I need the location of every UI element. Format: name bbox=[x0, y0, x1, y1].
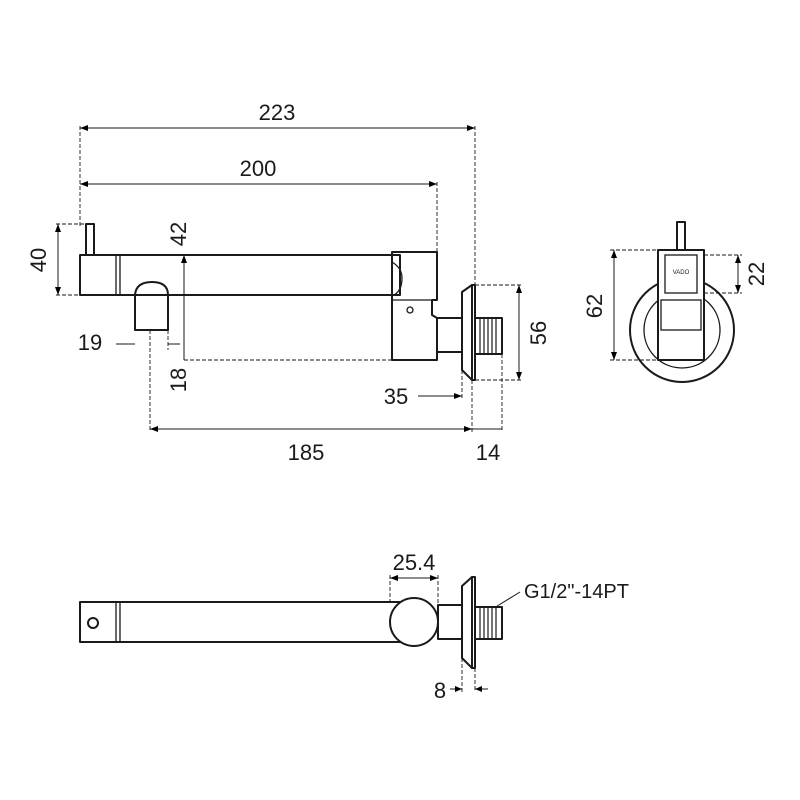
dim-flange-depth: 14 bbox=[476, 440, 500, 465]
wall-flange bbox=[461, 284, 473, 381]
dim-reach: 185 bbox=[288, 440, 325, 465]
top-outlet-hole bbox=[87, 617, 99, 629]
thread-leader bbox=[493, 591, 521, 609]
end-view: VADO 62 22 bbox=[582, 221, 769, 383]
thread-marks bbox=[479, 318, 497, 354]
thread-spec-label: G1/2"-14PT bbox=[524, 581, 629, 603]
spout-body bbox=[79, 254, 401, 296]
dim-end-flange: 62 bbox=[582, 294, 607, 318]
handle-pin bbox=[85, 223, 95, 256]
vado-logo: VADO bbox=[673, 270, 690, 276]
side-view: 223 200 40 42 19 18 35 bbox=[26, 100, 551, 465]
outlet-nozzle bbox=[134, 281, 169, 331]
dim-body-height: 42 bbox=[166, 222, 191, 246]
top-connector bbox=[437, 604, 463, 640]
connector bbox=[437, 317, 463, 353]
dim-outlet-width: 19 bbox=[78, 330, 102, 355]
top-thread-marks bbox=[479, 607, 497, 639]
valve-body bbox=[391, 251, 438, 361]
dim-handle-height: 40 bbox=[26, 248, 51, 272]
end-logo-plate bbox=[664, 254, 698, 294]
dim-flange-diameter: 56 bbox=[526, 321, 551, 345]
dim-overall-length: 223 bbox=[259, 100, 296, 125]
end-handle-pin bbox=[676, 221, 686, 251]
top-valve-body bbox=[389, 597, 439, 647]
dim-offset: 35 bbox=[384, 384, 408, 409]
top-view: 25.4 G1/2"-14PT 8 bbox=[79, 550, 629, 703]
dim-outlet-drop: 18 bbox=[166, 368, 191, 392]
top-flange bbox=[461, 576, 473, 669]
dim-flange-thickness: 8 bbox=[434, 678, 446, 703]
dim-spout-length: 200 bbox=[240, 156, 277, 181]
dim-end-handle: 22 bbox=[744, 262, 769, 286]
screw-hole bbox=[406, 306, 414, 314]
top-spout-body bbox=[79, 601, 411, 643]
dim-body-diameter: 25.4 bbox=[393, 550, 436, 575]
